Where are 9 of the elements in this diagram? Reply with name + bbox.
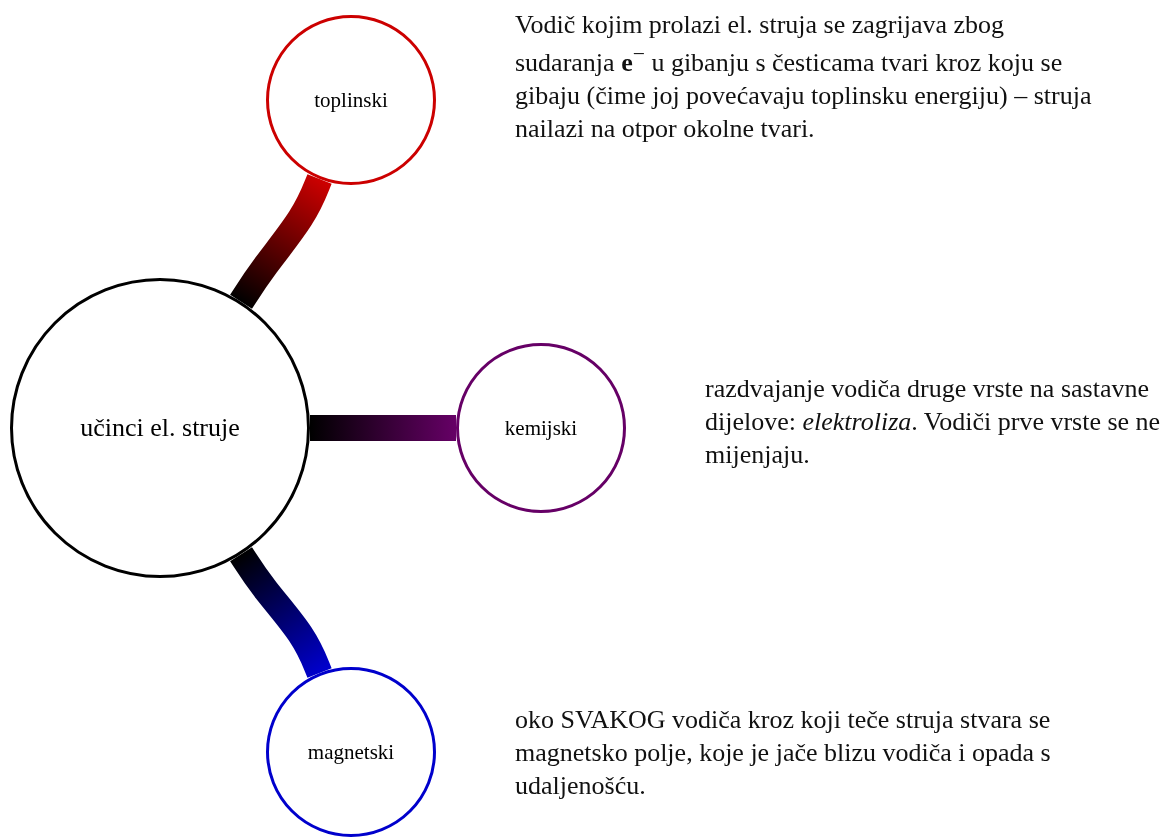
node-label: toplinski — [314, 87, 388, 113]
node-label: magnetski — [307, 739, 395, 765]
description-text: razdvajanje vodiča druge vrste na sastavne dijelove: elektroliza. Vodiči prve vrste se ne mijenjaju. — [705, 373, 1162, 472]
connector — [230, 546, 332, 680]
description-text: oko SVAKOG vodiča kroz koji teče struja stvara se magnetsko polje, koje je jače blizu vodiča i opada s udaljenošću. — [515, 704, 1052, 803]
node-label: kemijski — [504, 415, 578, 441]
connector — [230, 172, 332, 310]
node-label: učinci el. struje — [80, 413, 240, 443]
description-text: Vodič kojim prolazi el. struja se zagrijava zbog sudaranja e$^{−}$ u gibanju s česticama tvari kroz koju se gibaju (čime joj povećavaju toplinsku energiju) – struja nailazi na otpor okolne tvari. — [515, 9, 1093, 145]
